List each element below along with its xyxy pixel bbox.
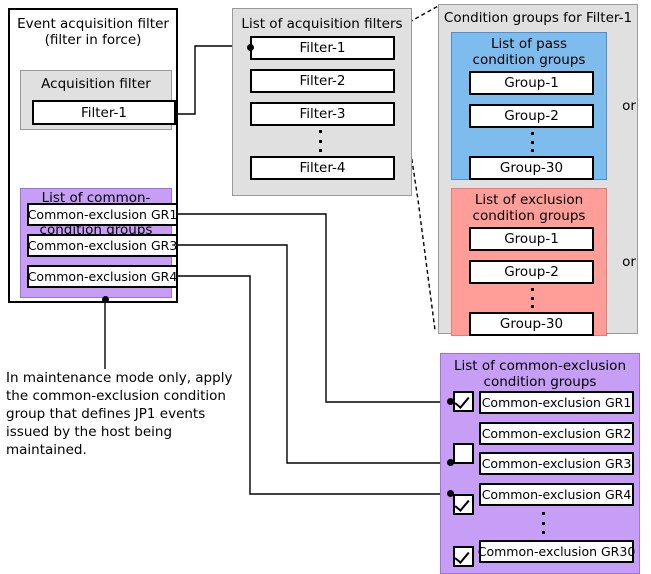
common-exclusion-panel-title: List of common-exclusion condition group… <box>453 358 626 390</box>
maintenance-note: In maintenance mode only, apply the comm… <box>6 370 233 458</box>
common-exclusion-checkbox-gr4[interactable] <box>453 546 474 567</box>
acquisition-filters-item-filter-4[interactable]: Filter-4 <box>250 156 395 180</box>
pass-condition-groups-ellipsis <box>530 132 534 152</box>
pass-condition-group-item-1[interactable]: Group-1 <box>469 71 594 95</box>
common-exclusion-gr1-anchor-dot <box>447 398 454 405</box>
exclusion-condition-group-item-30[interactable]: Group-30 <box>469 312 594 336</box>
acquisition-filters-filter1-anchor-dot <box>247 44 254 51</box>
common-exclusion-ellipsis <box>541 512 545 534</box>
exclusion-condition-groups-title: List of exclusion condition groups <box>472 192 586 224</box>
left-common-exclusion-item-gr4[interactable]: Common-exclusion GR4 <box>27 265 178 288</box>
acquisition-filter-item-filter-1[interactable]: Filter-1 <box>32 100 176 125</box>
common-exclusion-item-gr2[interactable]: Common-exclusion GR2 <box>479 422 634 445</box>
acquisition-filters-ellipsis <box>318 130 322 152</box>
common-exclusion-checkbox-gr2[interactable] <box>453 443 474 464</box>
condition-groups-title: Condition groups for Filter-1 <box>443 10 633 26</box>
pass-condition-groups-operator: or <box>622 98 636 114</box>
common-exclusion-gr4-anchor-dot <box>447 490 454 497</box>
exclusion-condition-group-item-1[interactable]: Group-1 <box>469 227 594 251</box>
acquisition-filters-item-filter-3[interactable]: Filter-3 <box>250 102 395 126</box>
event-acquisition-filter-title: Event acquisition filter (filter in forc… <box>17 16 169 48</box>
pass-condition-group-item-2[interactable]: Group-2 <box>469 104 594 128</box>
common-exclusion-gr3-anchor-dot <box>447 459 454 466</box>
acquisition-filter-title: Acquisition filter <box>41 76 151 92</box>
acquisition-filters-item-filter-1[interactable]: Filter-1 <box>250 36 395 60</box>
pass-condition-groups-title: List of pass condition groups <box>472 36 586 68</box>
common-exclusion-item-gr4[interactable]: Common-exclusion GR4 <box>479 483 634 506</box>
common-exclusion-item-gr30[interactable]: Common-exclusion GR30 <box>478 540 635 563</box>
exclusion-condition-group-item-2[interactable]: Group-2 <box>469 260 594 284</box>
left-common-exclusion-anchor-dot <box>102 296 109 303</box>
common-exclusion-item-gr1[interactable]: Common-exclusion GR1 <box>479 391 634 414</box>
exclusion-condition-groups-operator: or <box>622 254 636 270</box>
common-exclusion-checkbox-gr1[interactable] <box>453 391 474 412</box>
pass-condition-group-item-30[interactable]: Group-30 <box>469 156 594 180</box>
acquisition-filters-item-filter-2[interactable]: Filter-2 <box>250 69 395 93</box>
acquisition-filters-list-title: List of acquisition filters <box>241 16 403 32</box>
left-common-exclusion-item-gr1[interactable]: Common-exclusion GR1 <box>27 203 178 226</box>
common-exclusion-item-gr3[interactable]: Common-exclusion GR3 <box>479 452 634 475</box>
left-common-exclusion-item-gr3[interactable]: Common-exclusion GR3 <box>27 234 178 257</box>
exclusion-condition-groups-ellipsis <box>530 288 534 308</box>
common-exclusion-checkbox-gr3[interactable] <box>453 494 474 515</box>
